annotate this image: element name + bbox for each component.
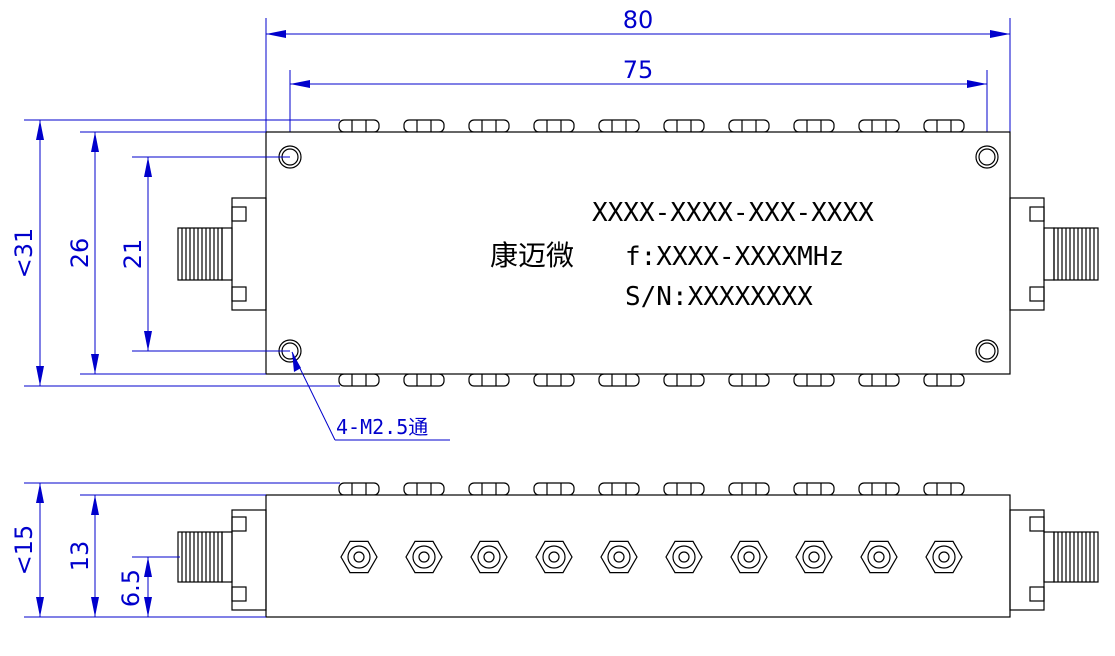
right-sma-connector-side [1009, 509, 1099, 611]
side-tuning-nuts [338, 482, 965, 496]
dimension-width-outer: 80 [265, 6, 1011, 132]
dimension-side-height-body: 13 [66, 494, 266, 617]
part-number-label: XXXX-XXXX-XXX-XXXX [592, 198, 874, 228]
frequency-label: f:XXXX-XXXXMHz [625, 242, 844, 272]
hex-nut-icon [730, 540, 768, 574]
dimension-width-holes: 75 [289, 56, 988, 150]
hex-nut-icon [600, 540, 638, 574]
top-view-body [265, 131, 1011, 375]
top-tuning-nuts-lower [338, 373, 965, 387]
mounting-hole [975, 145, 999, 169]
dimension-side-connector-height: 6.5 [117, 556, 180, 617]
brand-label: 康迈微 [490, 239, 574, 272]
dim-side-height-outer-label: <15 [10, 525, 38, 576]
dim-height-body-label: 26 [66, 238, 94, 269]
dim-width-outer-label: 80 [623, 6, 654, 34]
hex-nut-icon [860, 540, 898, 574]
dim-width-holes-label: 75 [623, 56, 654, 84]
mounting-hole [975, 339, 999, 363]
hex-nut-icon [795, 540, 833, 574]
hole-callout: 4-M2.5通 [291, 351, 450, 441]
dimension-height-outer: <31 [10, 119, 340, 387]
dimension-side-height-outer: <15 [10, 482, 340, 618]
top-view: 80 75 [10, 6, 1099, 441]
serial-label: S/N:XXXXXXXX [625, 282, 813, 312]
side-hex-nuts [340, 540, 963, 574]
hex-nut-icon [535, 540, 573, 574]
dim-side-connector-height-label: 6.5 [117, 569, 145, 607]
side-view: <15 13 6.5 [10, 482, 1099, 618]
left-sma-connector [177, 197, 267, 311]
dim-side-height-body-label: 13 [66, 541, 94, 572]
hex-nut-icon [470, 540, 508, 574]
dimension-height-body: 26 [66, 131, 266, 375]
top-tuning-nuts-upper [338, 119, 965, 133]
right-sma-connector [1009, 197, 1099, 311]
left-sma-connector-side [177, 509, 267, 611]
dimension-height-holes: 21 [119, 156, 290, 352]
dim-height-holes-label: 21 [119, 239, 147, 270]
hex-nut-icon [925, 540, 963, 574]
hole-callout-label: 4-M2.5通 [336, 415, 428, 439]
dim-height-outer-label: <31 [10, 228, 38, 279]
hex-nut-icon [665, 540, 703, 574]
hex-nut-icon [340, 540, 378, 574]
side-view-body [265, 494, 1011, 618]
hex-nut-icon [405, 540, 443, 574]
